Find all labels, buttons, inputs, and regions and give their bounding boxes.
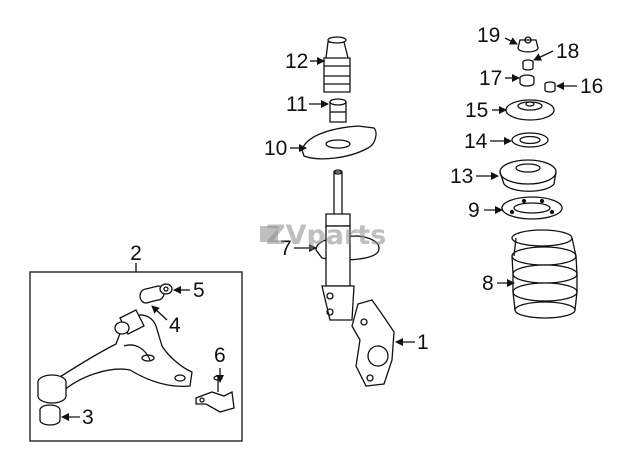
callout-3-label: 3	[82, 406, 94, 429]
control-arm-part	[50, 314, 193, 393]
strut-mount-part	[505, 99, 555, 121]
callout-13-label: 13	[450, 165, 473, 188]
lower-spring-seat-part	[501, 196, 563, 220]
callout-6-label: 6	[214, 344, 226, 367]
washer-part-5	[159, 283, 173, 295]
callout-8-label: 8	[482, 272, 494, 295]
callout-14-label: 14	[464, 130, 488, 153]
knuckle-part	[351, 299, 395, 387]
callout-arrows	[61, 37, 577, 421]
spring-pad-part	[301, 125, 377, 160]
bump-stopper-part	[329, 98, 347, 123]
callout-10-label: 10	[264, 137, 287, 160]
watermark-logo: ZVparts	[260, 220, 386, 251]
upper-spring-seat-part	[499, 159, 557, 192]
front-bushing-in-arm	[114, 309, 145, 335]
callout-4-label: 4	[169, 314, 181, 337]
group-box-number-label: 2	[130, 242, 142, 265]
callout-18-label: 18	[556, 40, 579, 63]
callout-11-label: 11	[286, 93, 308, 116]
callout-15-label: 15	[465, 99, 488, 122]
ball-joint-part-6	[195, 375, 235, 413]
callout-12-label: 12	[285, 50, 308, 73]
watermark-text: ZVparts	[266, 220, 386, 251]
insulator-part	[519, 74, 535, 87]
callout-7-label: 7	[280, 237, 292, 260]
strut-assembly-part	[315, 169, 380, 321]
callout-5-label: 5	[193, 279, 205, 302]
bushing-part-4	[139, 285, 165, 304]
dust-boot-part	[323, 36, 351, 93]
callout-16-label: 16	[580, 75, 603, 98]
callout-17-label: 17	[479, 67, 502, 90]
dust-cover-part	[517, 36, 539, 53]
callout-1-label: 1	[417, 331, 429, 354]
rear-bushing-in-arm	[37, 374, 67, 404]
coil-spring-part	[511, 229, 578, 319]
callout-19-label: 19	[477, 24, 500, 47]
bushing-part-3	[39, 404, 61, 426]
bearing-part	[511, 132, 549, 148]
callout-9-label: 9	[468, 199, 480, 222]
cap-part	[522, 59, 534, 71]
nut-part	[544, 81, 556, 93]
